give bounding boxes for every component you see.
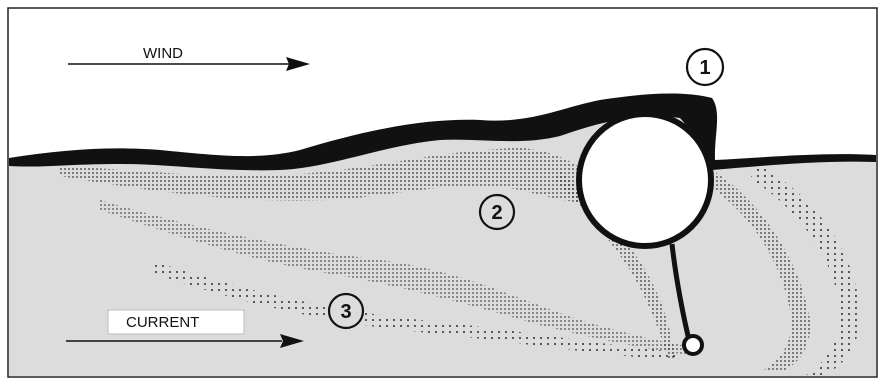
- current-label: CURRENT: [126, 314, 199, 331]
- marker-3-label: 3: [340, 301, 351, 323]
- marker-1-label: 1: [699, 57, 710, 79]
- buoy-sphere: [579, 114, 711, 246]
- marker-2-label: 2: [491, 202, 502, 224]
- marker-1: 1: [687, 49, 723, 85]
- marker-3: 3: [329, 294, 363, 328]
- wind-arrow: [68, 57, 310, 71]
- wind-label: WIND: [143, 45, 183, 62]
- anchor-weight: [684, 336, 702, 354]
- marker-2: 2: [480, 195, 514, 229]
